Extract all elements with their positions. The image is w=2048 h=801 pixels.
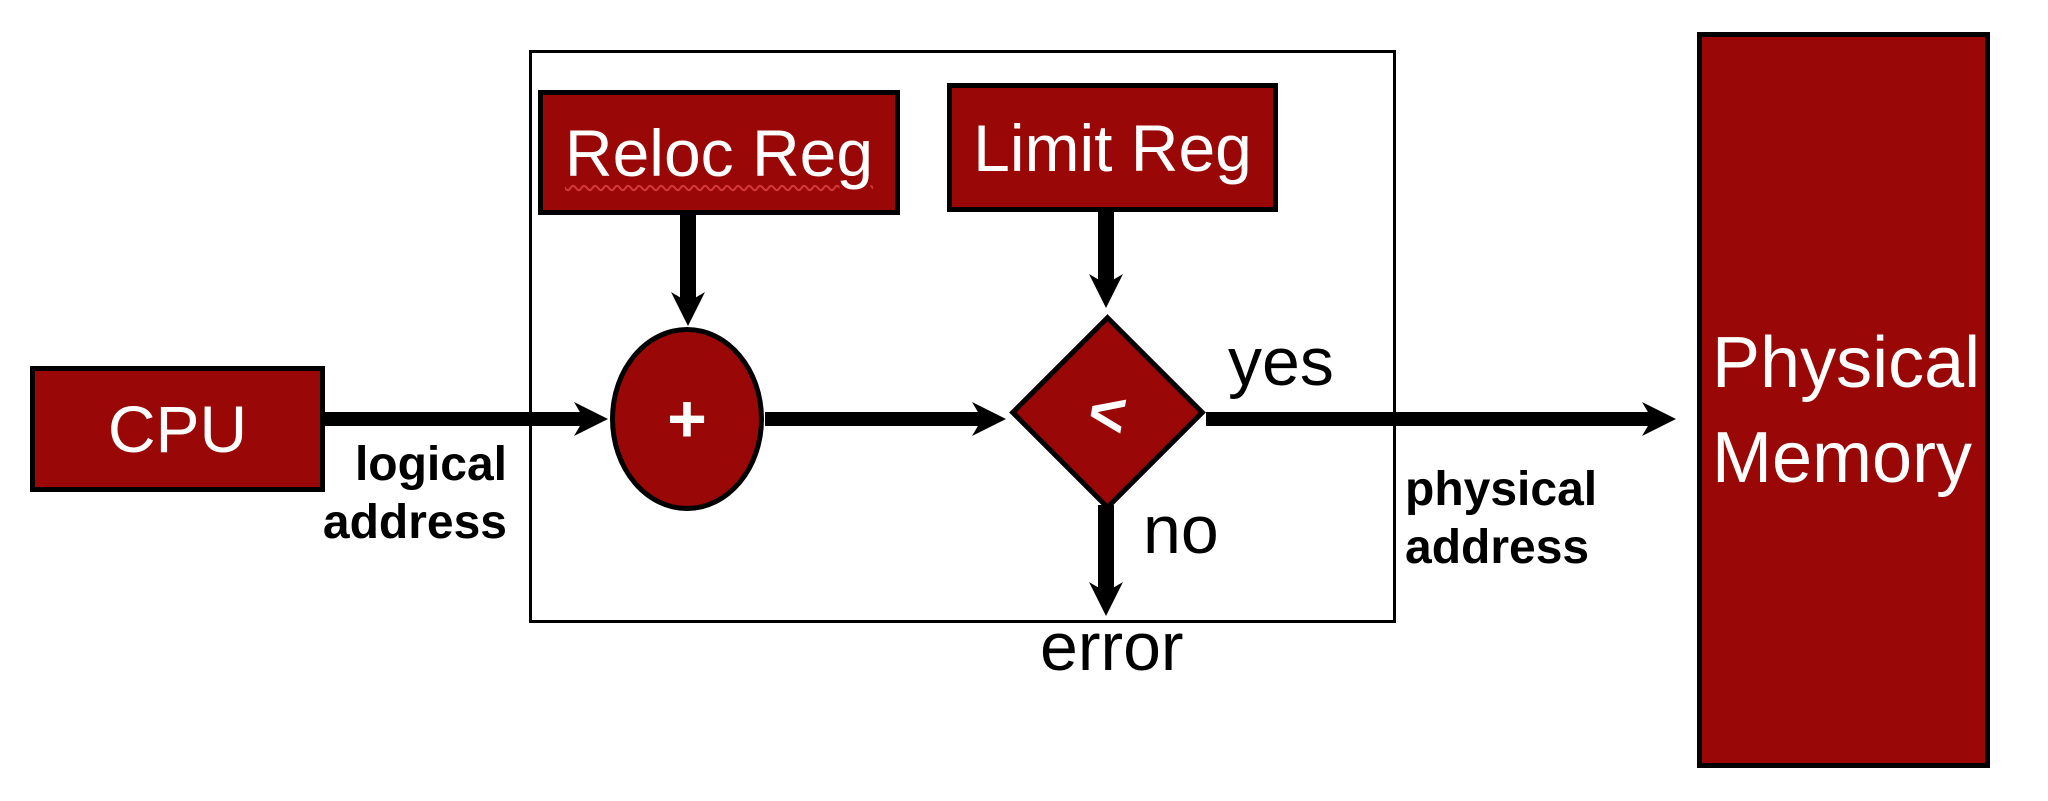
yes-branch-label: yes: [1228, 324, 1334, 400]
physical-memory-box: Physical Memory: [1697, 32, 1990, 768]
limit-reg-label: Limit Reg: [973, 110, 1252, 185]
logical-address-label: logical address: [323, 436, 507, 552]
limit-reg-box: Limit Reg: [947, 83, 1278, 212]
physical-address-label: physical address: [1405, 461, 1597, 577]
logical-address-line2: address: [322, 496, 507, 549]
cpu-label: CPU: [107, 392, 248, 466]
physical-address-line2: address: [1405, 521, 1590, 574]
reloc-reg-label: Reloc Reg: [564, 115, 874, 190]
physical-address-line1: physical: [1405, 463, 1598, 516]
cpu-box: CPU: [30, 366, 325, 492]
physical-memory-label-line2: Memory: [1712, 418, 1973, 498]
no-branch-label: no: [1143, 492, 1219, 568]
logical-address-line1: logical: [354, 438, 507, 491]
physical-memory-label: Physical Memory: [1712, 316, 1980, 506]
error-label: error: [1040, 609, 1184, 685]
physical-memory-label-line1: Physical: [1712, 323, 1981, 403]
mmu-container-box: [529, 50, 1396, 623]
adder-circle: +: [610, 327, 764, 511]
less-than-symbol: <: [1082, 373, 1133, 452]
reloc-reg-box: Reloc Reg: [538, 90, 900, 215]
plus-symbol: +: [667, 381, 707, 457]
